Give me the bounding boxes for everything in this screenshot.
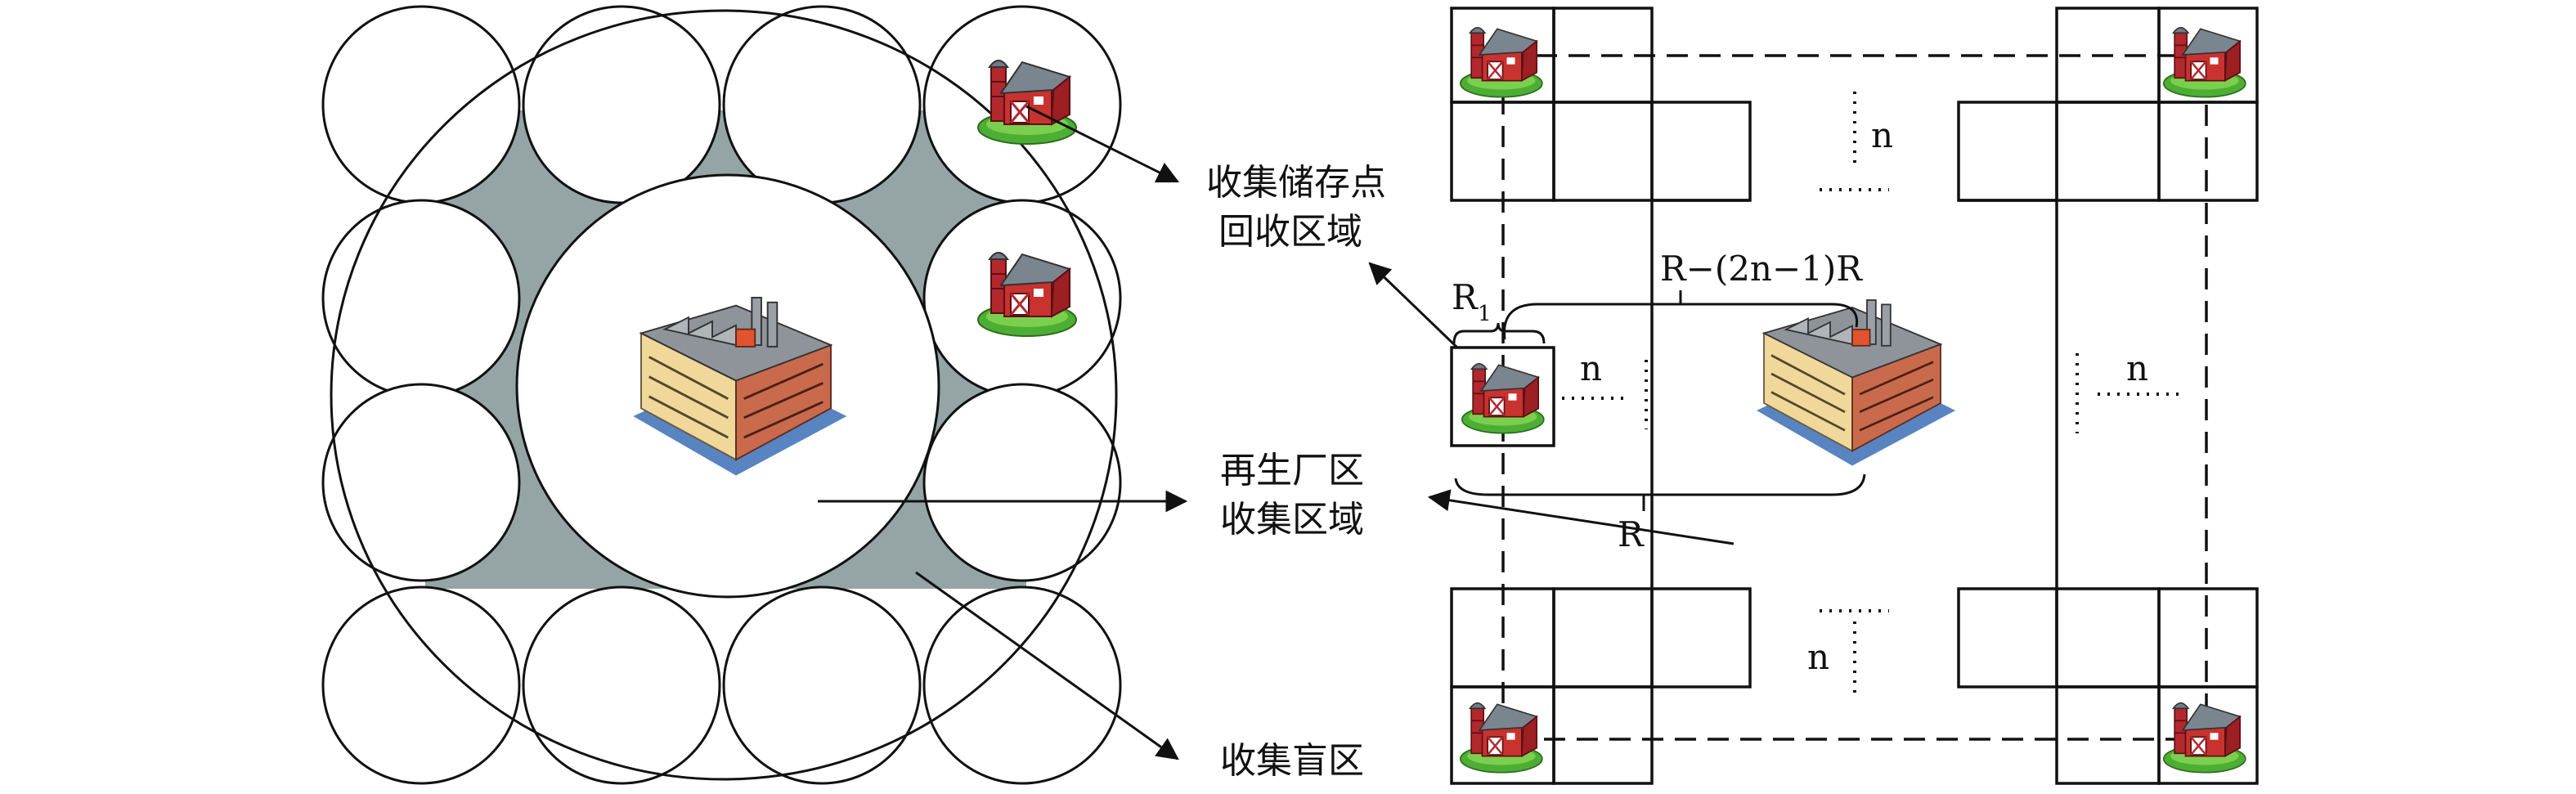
barn-icon: [2162, 26, 2247, 98]
collection-circle: [321, 5, 521, 204]
storage-label-line1: 收集储存点: [1206, 162, 1386, 204]
n-label-top: n: [1871, 115, 1893, 155]
collection-circle: [522, 5, 721, 204]
r1-label: R: [1452, 277, 1479, 317]
r1-subscript: 1: [1478, 302, 1492, 326]
barn-icon: [1459, 702, 1544, 774]
n-label-bottom: n: [1807, 637, 1829, 677]
collection-circle: [321, 199, 521, 398]
n-label-right: n: [2126, 348, 2148, 388]
n-label-left: n: [1580, 348, 1602, 388]
storage-arrow-right: [1368, 262, 1459, 349]
span-label: R−(2n−1)R: [1660, 249, 1863, 289]
r-label: R: [1618, 514, 1645, 554]
collection-circle: [922, 383, 1122, 582]
barn-icon: [2162, 702, 2247, 774]
recycling-boundary-ellipse: [330, 9, 1118, 781]
plant-label-line2: 收集区域: [1220, 499, 1364, 541]
blind-zone-label: 收集盲区: [1220, 740, 1364, 782]
right-diagram: R−(2n−1)R R 1 R n n n n: [1368, 7, 2259, 785]
barn-icon: [1459, 26, 1544, 98]
collection-circle: [522, 585, 721, 785]
collection-circle: [321, 585, 521, 785]
blind-zone-arrow: [915, 571, 1179, 760]
left-diagram: 收集储存点 回收区域 再生厂区 收集区域 收集盲区: [321, 5, 1386, 785]
collection-circle: [922, 585, 1122, 785]
plant-arrow-right: [1427, 489, 1735, 545]
barn-icon: [1461, 362, 1546, 434]
collection-circle: [321, 383, 521, 582]
r1-box: [1450, 346, 1555, 447]
collection-circle: [722, 5, 922, 204]
storage-label-line2: 回收区域: [1218, 211, 1362, 253]
plant-label-line1: 再生厂区: [1220, 450, 1364, 491]
storage-arrow: [1025, 105, 1180, 183]
collection-circle: [722, 585, 922, 785]
